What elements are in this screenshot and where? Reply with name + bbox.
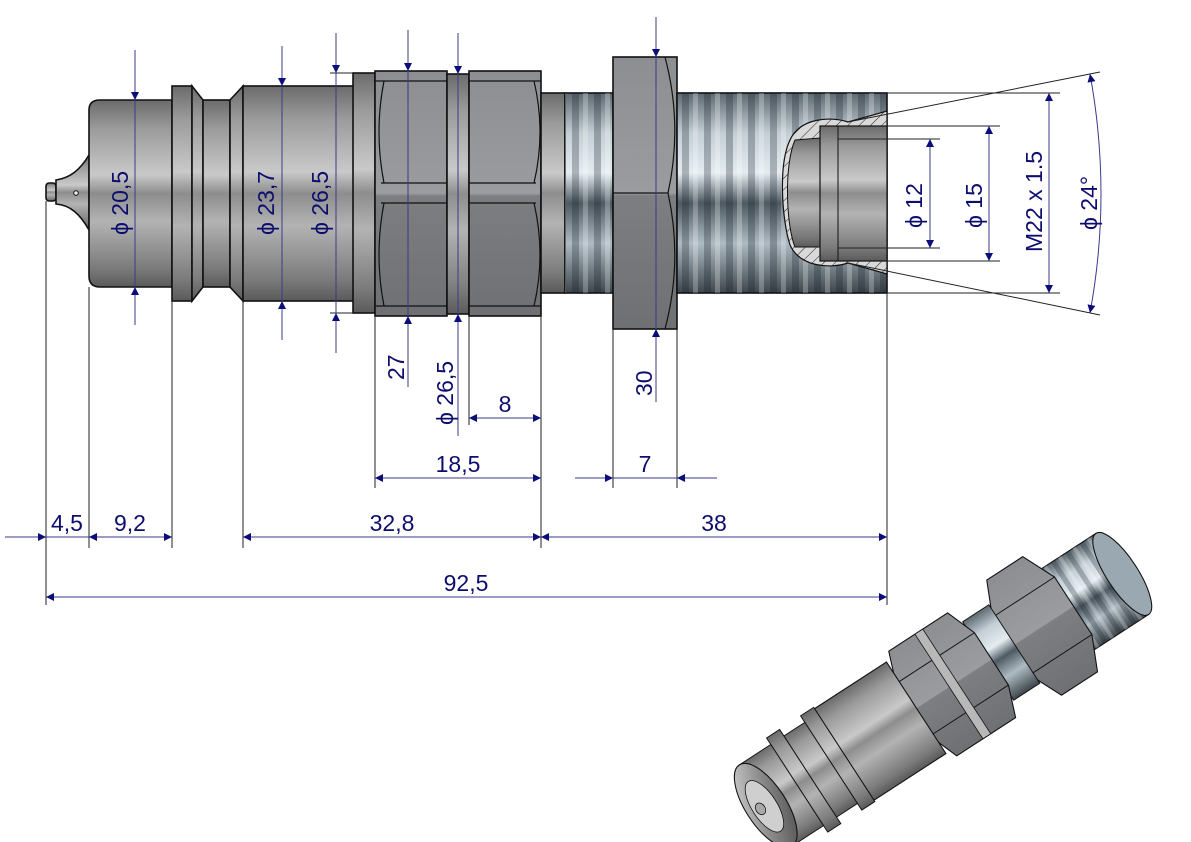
- dim-length-nose: 9,2: [114, 510, 146, 536]
- dim-cone-angle: ϕ 24°: [1076, 176, 1102, 230]
- dim-length-body: 32,8: [370, 510, 415, 536]
- dim-hex-locknut: 30: [631, 370, 657, 396]
- dim-diameter-bore-outer: ϕ 15: [961, 183, 987, 228]
- dim-length-thread: 38: [701, 510, 727, 536]
- dim-length-overall: 92,5: [444, 570, 489, 596]
- length-labels: 8 18,5 7 4,5 9,2 32,8 38 92,5: [51, 391, 727, 596]
- locking-collar: [171, 85, 193, 302]
- dim-diameter-shoulder: ϕ 26,5: [307, 171, 333, 235]
- extension-lines: [45, 71, 1101, 605]
- dim-length-nut-width: 7: [639, 451, 652, 477]
- shoulder: [352, 72, 376, 314]
- dim-hex-body: 27: [383, 354, 409, 380]
- length-dimensions: [5, 414, 887, 601]
- dim-diameter-bore-inner: ϕ 12: [901, 183, 927, 228]
- diameter-dimensions: [131, 17, 1102, 436]
- section-cutaway: [781, 110, 888, 275]
- hex-body-right: [468, 70, 542, 317]
- thread-left: [540, 92, 614, 294]
- hex-body-left: [374, 70, 448, 317]
- diameter-labels: ϕ 20,5 ϕ 23,7 ϕ 26,5 27 ϕ 26,5 30 ϕ 12 ϕ…: [107, 151, 1102, 425]
- side-view: [45, 56, 888, 330]
- locking-groove: [202, 99, 231, 288]
- dim-diameter-tip-body: ϕ 20,5: [107, 171, 133, 235]
- dim-thread: M22 x 1.5: [1021, 151, 1047, 252]
- dim-diameter-groove: ϕ 26,5: [432, 361, 458, 425]
- dim-diameter-collar: ϕ 23,7: [253, 171, 279, 235]
- lock-nut: [612, 56, 678, 330]
- isometric-view: [733, 531, 1153, 842]
- dim-length-tip: 4,5: [51, 510, 83, 536]
- iso-plug-body: [733, 661, 947, 842]
- dim-length-hex-end: 8: [499, 391, 512, 417]
- tip-pin: [45, 152, 90, 234]
- dim-length-hex-block: 18,5: [436, 451, 481, 477]
